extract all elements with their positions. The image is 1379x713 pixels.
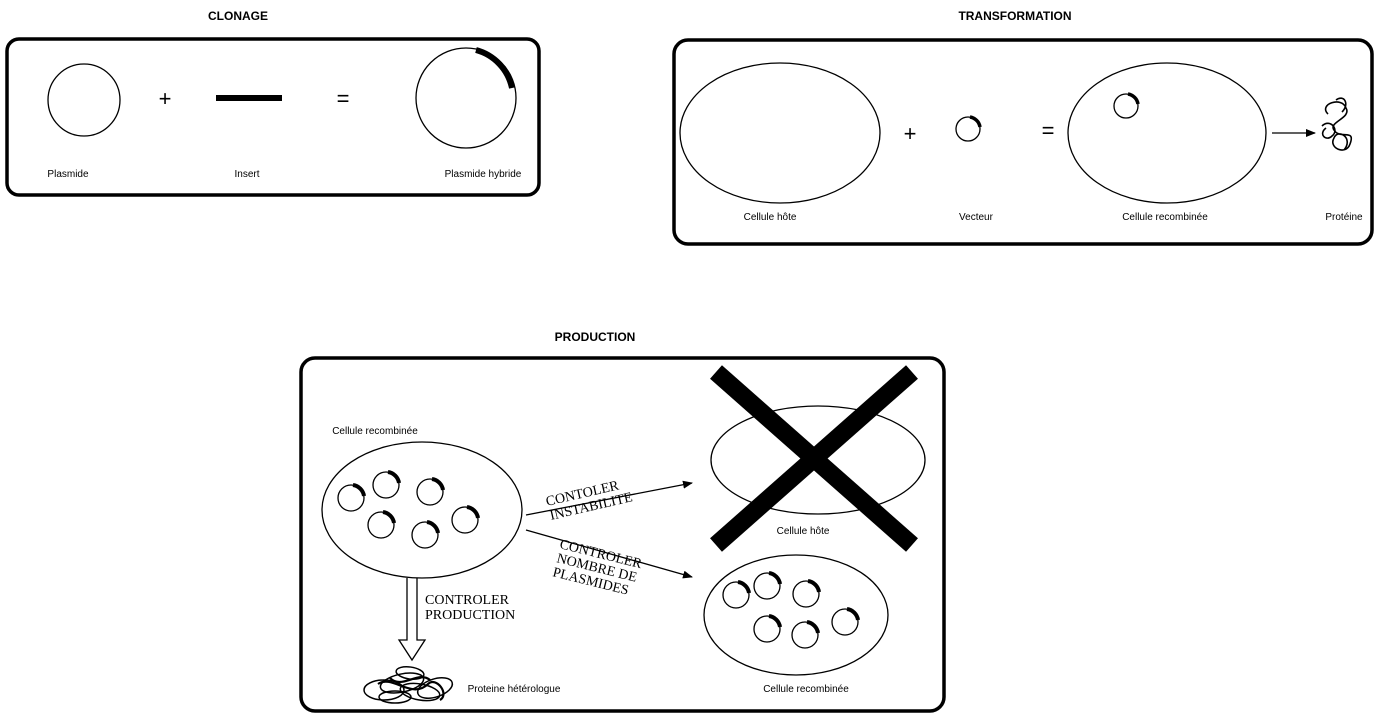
transformation-title: TRANSFORMATION <box>958 9 1071 23</box>
transformation-equals-sign: = <box>1042 118 1055 143</box>
vector-insert-arc <box>969 115 982 128</box>
plasmid-5 <box>411 521 439 549</box>
recombined-cell <box>1067 62 1267 204</box>
vector-circle <box>955 116 981 142</box>
clonage-plus-sign: + <box>159 86 172 111</box>
production-host-label: Cellule hôte <box>777 526 830 537</box>
production-recombined-label: Cellule recombinée <box>332 426 418 437</box>
instability-arrow <box>525 480 693 516</box>
protein-label: Protéine <box>1325 212 1363 223</box>
clonage-panel <box>5 37 541 197</box>
production-host-cell <box>710 405 926 515</box>
clonage-title: CLONAGE <box>208 9 268 23</box>
production-title: PRODUCTION <box>555 330 636 344</box>
plasmid-2 <box>372 471 400 499</box>
production-recombined-cell <box>321 441 523 579</box>
plasmid-2 <box>753 572 781 600</box>
protein-squiggle-icon <box>1321 97 1353 151</box>
host-cell-label: Cellule hôte <box>744 212 797 223</box>
transformation-plus-sign: + <box>904 121 917 146</box>
plasmid-insert-arc-1 <box>352 483 366 497</box>
production-panel <box>299 356 946 713</box>
plasmid-6 <box>831 608 859 636</box>
plasmid-insert-arc-5 <box>806 620 820 634</box>
insert-label: Insert <box>234 169 259 180</box>
plasmid-insert-arc-2 <box>387 470 401 484</box>
plasmid-5 <box>791 621 819 649</box>
production-label-line2: PRODUCTION <box>425 608 515 623</box>
production-label-line1: CONTROLER <box>425 593 510 608</box>
insert-fragment <box>216 95 282 101</box>
recombined-cell-plasmid <box>1113 93 1139 119</box>
plasmid-1 <box>337 484 365 512</box>
plasmid-3 <box>792 580 820 608</box>
recombined-cell-label: Cellule recombinée <box>1122 212 1208 223</box>
plasmid-insert-arc-2 <box>768 571 782 585</box>
plasmid-6 <box>451 506 479 534</box>
production-recombined-plasmids-2 <box>722 571 860 649</box>
plasmid-3 <box>416 478 444 506</box>
plasmid-insert-arc-3 <box>807 579 821 593</box>
transformation-panel <box>672 38 1374 246</box>
recombined-cell-plasmid-arc <box>1127 92 1140 105</box>
plasmid-label: Plasmide <box>47 169 89 180</box>
plasmid-circle <box>47 63 121 137</box>
production-recombined-label-2: Cellule recombinée <box>763 684 849 695</box>
plasmid-insert-arc-3 <box>431 477 445 491</box>
hybrid-insert-arc <box>475 47 515 89</box>
hybrid-plasmid-label: Plasmide hybride <box>445 169 522 180</box>
hybrid-plasmid-circle <box>415 47 517 149</box>
plasmid-insert-arc-6 <box>846 607 860 621</box>
plasmid-4 <box>753 615 781 643</box>
plasmid-4 <box>367 511 395 539</box>
plasmid-insert-arc-6 <box>466 505 480 519</box>
production-recombined-cell-2 <box>703 554 889 676</box>
plasmid-insert-arc-1 <box>737 580 751 594</box>
clonage-equals-sign: = <box>337 86 350 111</box>
plasmid-1 <box>722 581 750 609</box>
heterologous-protein-cluster-icon <box>363 665 454 704</box>
plasmid-insert-arc-4 <box>382 510 396 524</box>
vector-label: Vecteur <box>959 212 994 223</box>
production-recombined-plasmids <box>337 470 480 549</box>
plasmid-insert-arc-4 <box>768 614 782 628</box>
plasmid-number-arrow <box>525 529 693 579</box>
production-protein-label: Proteine hétérologue <box>468 684 561 695</box>
host-cell <box>679 62 881 204</box>
production-hollow-arrow <box>397 578 427 662</box>
plasmid-insert-arc-5 <box>426 520 440 534</box>
cross-out-stroke-2 <box>710 365 918 552</box>
